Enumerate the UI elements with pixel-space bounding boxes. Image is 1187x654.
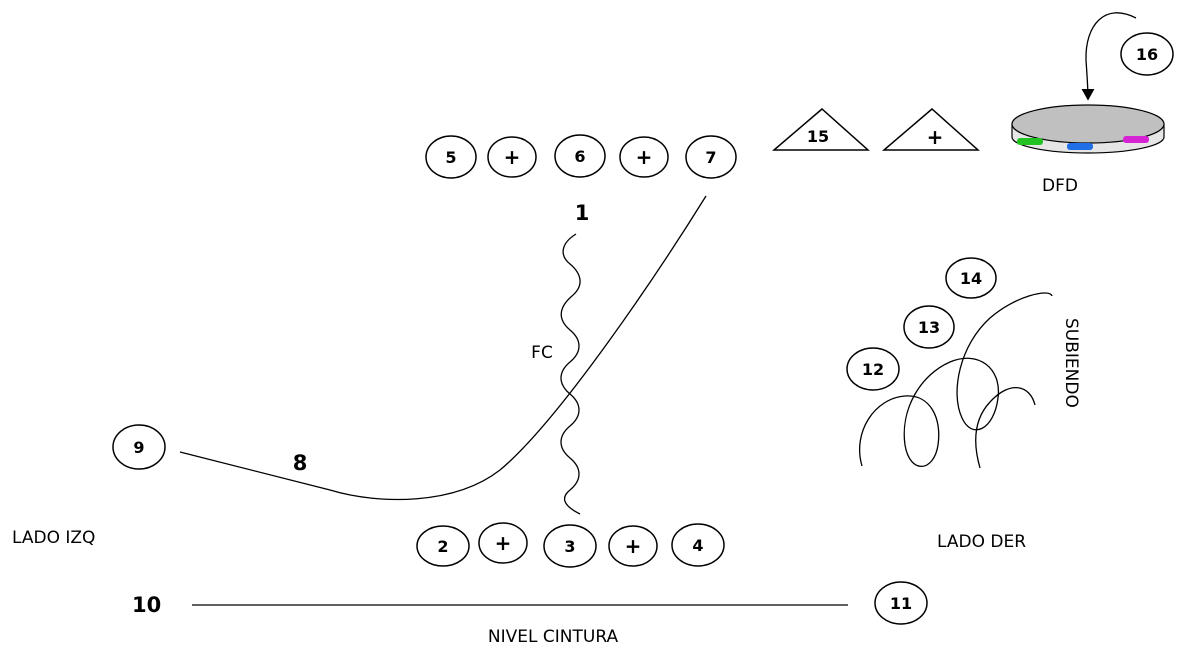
top-sequence: 5 + 6 + 7 xyxy=(425,134,737,179)
label-lado-der: LADO DER xyxy=(937,532,1026,552)
circle-3-label: 3 xyxy=(564,537,575,556)
label-subiendo: SUBIENDO xyxy=(1061,318,1081,408)
circle-12: 12 xyxy=(846,347,900,391)
plus-top-2-label: + xyxy=(636,145,653,169)
label-1: 1 xyxy=(575,201,590,225)
circle-13-label: 13 xyxy=(918,318,940,337)
triangle-plus-label: + xyxy=(927,125,944,149)
circle-14-label: 14 xyxy=(960,269,982,288)
spring-coil xyxy=(859,292,1053,469)
plus-bottom-2-label: + xyxy=(625,534,642,558)
circle-2: 2 xyxy=(416,525,470,567)
circle-2-label: 2 xyxy=(437,537,448,556)
triangle-plus: + xyxy=(881,108,980,151)
circle-9-label: 9 xyxy=(133,438,144,457)
label-nivel-cintura: NIVEL CINTURA xyxy=(488,627,619,647)
circle-14: 14 xyxy=(945,257,997,299)
plus-top-2: + xyxy=(619,136,669,178)
circle-11-label: 11 xyxy=(890,594,912,613)
circle-6: 6 xyxy=(554,134,606,178)
fc-wavy-line xyxy=(560,233,581,515)
label-8: 8 xyxy=(293,451,308,475)
label-10: 10 xyxy=(132,593,161,617)
disc-led-blue xyxy=(1067,143,1093,150)
label-dfd: DFD xyxy=(1042,176,1078,196)
label-lado-izq: LADO IZQ xyxy=(12,528,95,548)
arrow-16-to-disc xyxy=(1081,12,1137,101)
circle-5-label: 5 xyxy=(445,148,456,167)
triangle-15-label: 15 xyxy=(807,127,829,146)
triangle-15: 15 xyxy=(771,108,870,151)
circle-6-label: 6 xyxy=(574,147,585,166)
bottom-sequence: 2 + 3 + 4 xyxy=(416,522,725,568)
circle-4: 4 xyxy=(671,523,725,567)
circle-5: 5 xyxy=(425,135,477,179)
circle-13: 13 xyxy=(903,305,955,349)
circle-11: 11 xyxy=(874,581,928,625)
circle-9: 9 xyxy=(112,424,166,470)
plus-bottom-1-label: + xyxy=(495,531,512,555)
circle-12-label: 12 xyxy=(862,360,884,379)
circle-3: 3 xyxy=(543,524,597,568)
disc-led-magenta xyxy=(1123,136,1149,143)
dfd-disc xyxy=(1011,104,1165,154)
circle-16-label: 16 xyxy=(1136,45,1158,64)
plus-top-1: + xyxy=(487,136,537,178)
plus-bottom-2: + xyxy=(608,525,658,567)
circle-7-label: 7 xyxy=(705,148,716,167)
label-fc: FC xyxy=(531,343,553,363)
circle-7: 7 xyxy=(685,135,737,179)
plus-bottom-1: + xyxy=(478,522,528,564)
curve-7-to-9 xyxy=(179,195,707,501)
plus-top-1-label: + xyxy=(504,145,521,169)
circle-4-label: 4 xyxy=(692,536,703,555)
circle-16: 16 xyxy=(1120,32,1174,76)
disc-led-green xyxy=(1017,138,1043,145)
